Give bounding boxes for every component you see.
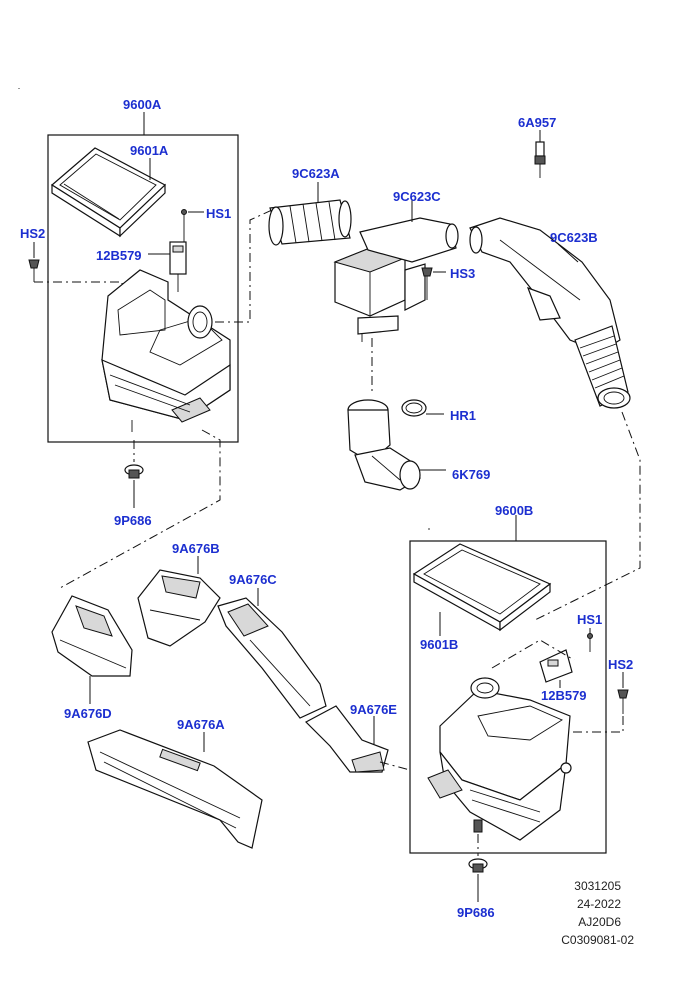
label-9A676B: 9A676B [172, 541, 220, 556]
label-9601B: 9601B [420, 637, 459, 652]
reference-date: 24-2022 [576, 897, 621, 911]
label-HS3: HS3 [450, 266, 476, 281]
label-6K769: 6K769 [452, 467, 491, 482]
reference-number: 3031205 [574, 879, 621, 893]
grommet-9P686-lower [468, 819, 488, 902]
air-cleaner-housing-upper [101, 269, 231, 432]
screw-HS1-upper [181, 209, 187, 245]
label-9P686-lower: 9P686 [457, 905, 495, 920]
air-duct-9A676D [51, 595, 133, 677]
label-9A676C: 9A676C [229, 572, 277, 587]
label-6A957: 6A957 [518, 115, 557, 130]
label-12B579-upper: 12B579 [96, 248, 142, 263]
label-9C623B: 9C623B [550, 230, 598, 245]
screw-HS2-lower [617, 672, 629, 714]
bolt-HS3 [421, 267, 433, 300]
elbow-hose-6K769 [347, 399, 421, 491]
reference-illustration-code: C0309081-02 [561, 933, 634, 947]
assembly-box-9600B [409, 540, 607, 854]
label-9A676E: 9A676E [350, 702, 397, 717]
label-9600B: 9600B [495, 503, 534, 518]
screw-HS2-upper [28, 242, 40, 282]
air-duct-9A676E [305, 705, 389, 773]
reference-model-code: AJ20D6 [578, 915, 621, 929]
label-HS2-lower: HS2 [608, 657, 634, 672]
label-12B579-lower: 12B579 [541, 688, 587, 703]
label-9C623C: 9C623C [393, 189, 441, 204]
label-9601A: 9601A [130, 143, 169, 158]
hose-clamp-HR1 [401, 399, 427, 417]
mass-air-flow-sensor-12B579-lower [539, 649, 573, 683]
label-HS2-upper: HS2 [20, 226, 46, 241]
air-duct-9A676A [87, 729, 263, 849]
air-duct-9A676B [137, 569, 221, 647]
air-duct-9A676C [217, 597, 327, 719]
air-cleaner-housing-lower [427, 677, 572, 841]
label-HS1-lower: HS1 [577, 612, 603, 627]
label-HR1: HR1 [450, 408, 477, 423]
grommet-9P686-upper [124, 440, 144, 508]
air-filter-element-9601A [50, 147, 167, 238]
intake-bellows-9C623A [268, 199, 352, 246]
label-9A676D: 9A676D [64, 706, 112, 721]
screw-HS1-lower [587, 633, 593, 652]
label-9C623A: 9C623A [292, 166, 340, 181]
mass-air-flow-sensor-12B579-upper [169, 241, 187, 292]
label-9A676A: 9A676A [177, 717, 225, 732]
resonator-9C623C [333, 217, 459, 342]
label-HS1-upper: HS1 [206, 206, 232, 221]
sensor-6A957 [534, 130, 546, 178]
label-9600A: 9600A [123, 97, 162, 112]
label-9P686-upper: 9P686 [114, 513, 152, 528]
air-filter-element-9601B [412, 543, 552, 632]
flex-hose [574, 325, 631, 409]
assembly-box-9600A [47, 134, 239, 443]
